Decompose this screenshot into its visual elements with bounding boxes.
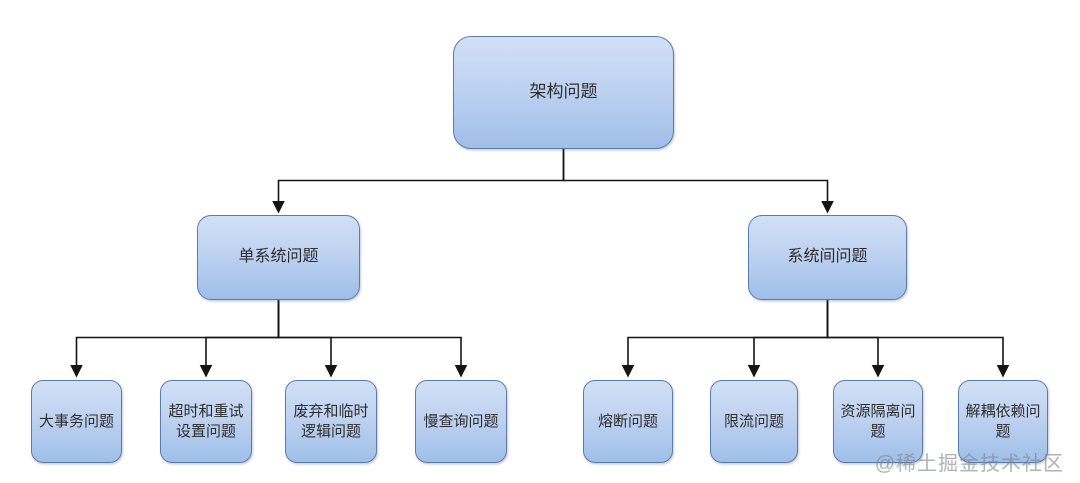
node-root-architecture-label: 架构问题 — [529, 82, 598, 102]
connector-root-to-single-system — [272, 149, 565, 214]
node-inter-system-label: 系统间问题 — [787, 248, 868, 266]
node-big-transaction: 大事务问题 — [31, 380, 122, 463]
node-rate-limit: 限流问题 — [710, 380, 798, 463]
node-rate-limit-label: 限流问题 — [723, 412, 784, 430]
node-single-system: 单系统问题 — [197, 215, 360, 300]
node-big-transaction-label: 大事务问题 — [38, 412, 114, 430]
connector-inter-to-rate-limit — [747, 300, 829, 378]
node-deprecated-temp-logic: 废弃和临时 逻辑问题 — [285, 380, 377, 463]
node-single-system-label: 单系统问题 — [238, 248, 319, 266]
node-circuit-breaker-label: 熔断问题 — [597, 412, 658, 430]
connector-single-to-timeout-retry — [199, 300, 280, 378]
node-slow-query-label: 慢查询问题 — [423, 412, 499, 430]
node-deprecated-temp-logic-label: 废弃和临时 逻辑问题 — [293, 403, 369, 440]
node-inter-system: 系统间问题 — [748, 215, 907, 300]
connector-single-to-slow-query — [277, 300, 468, 378]
connector-inter-to-decouple-dependency — [826, 300, 1010, 378]
node-timeout-retry-label: 超时和重试 设置问题 — [168, 403, 244, 440]
node-decouple-dependency-label: 解耦依赖问 题 — [965, 403, 1041, 440]
connector-root-to-inter-system — [562, 149, 834, 214]
node-resource-isolation-label: 资源隔离问 题 — [840, 403, 916, 440]
node-root-architecture: 架构问题 — [453, 36, 674, 149]
node-circuit-breaker: 熔断问题 — [583, 380, 673, 463]
node-resource-isolation: 资源隔离问 题 — [833, 380, 923, 463]
node-timeout-retry: 超时和重试 设置问题 — [160, 380, 252, 463]
node-slow-query: 慢查询问题 — [415, 380, 507, 463]
node-decouple-dependency: 解耦依赖问 题 — [958, 380, 1048, 463]
